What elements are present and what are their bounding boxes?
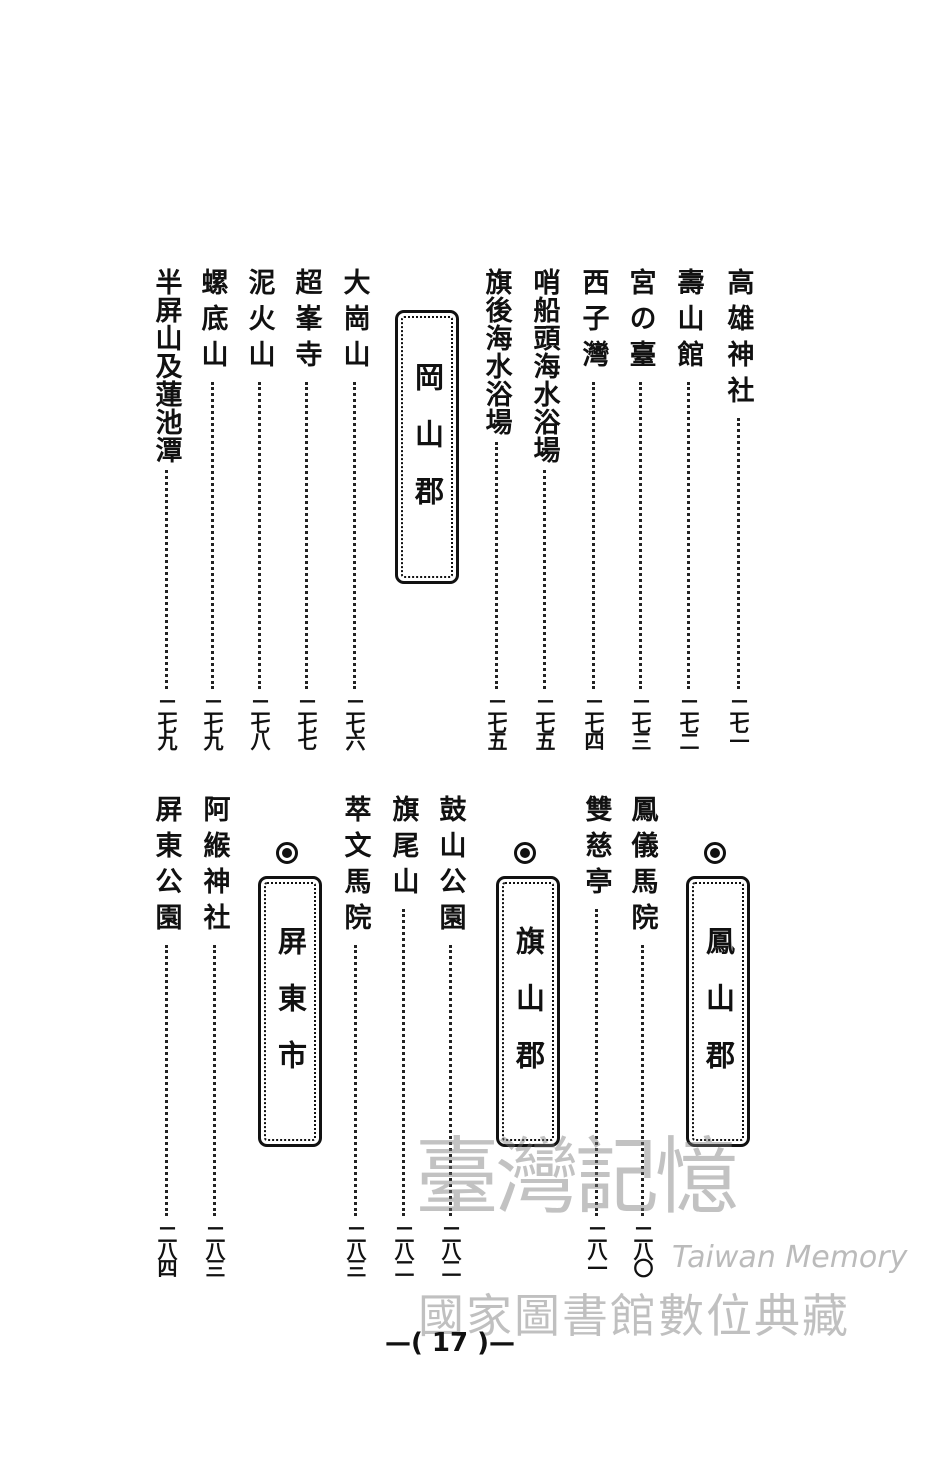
toc-entry: 宮の臺 二七三 — [620, 268, 660, 748]
entry-title: 超峯寺 — [290, 268, 322, 376]
dot-leader — [638, 382, 642, 689]
toc-entry: 旗尾山 二八二 — [383, 795, 423, 1275]
entry-title: 阿緱神社 — [198, 795, 230, 939]
toc-entry: 西子灣 二七四 — [573, 268, 613, 748]
dot-leader — [736, 418, 740, 689]
dot-leader — [164, 945, 168, 1216]
watermark-calligraphy: 臺灣記憶 — [415, 1128, 739, 1226]
toc-entry: 鳳儀馬院 二八〇 — [622, 795, 662, 1275]
entry-page-number: 二八〇 — [630, 1224, 654, 1275]
dot-leader — [353, 945, 357, 1216]
watermark-library: 國家圖書館數位典藏 — [418, 1289, 850, 1343]
toc-entry: 大崗山 二七六 — [334, 268, 374, 748]
entry-title: 高雄神社 — [722, 268, 754, 412]
entry-page-number: 二七三 — [628, 697, 652, 748]
dot-leader — [448, 945, 452, 1216]
entry-page-number: 二七九 — [154, 697, 178, 748]
dot-leader — [304, 382, 308, 689]
entry-title: 泥火山 — [243, 268, 275, 376]
entry-page-number: 二七六 — [342, 697, 366, 748]
entry-title: 哨船頭海水浴場 — [528, 268, 560, 464]
dot-leader — [640, 945, 644, 1216]
toc-entry: 泥火山 二七八 — [239, 268, 279, 748]
dot-leader — [401, 909, 405, 1216]
entry-page-number: 二七四 — [581, 697, 605, 748]
dot-leader — [591, 382, 595, 689]
toc-entry: 萃文馬院 二八三 — [335, 795, 375, 1275]
section-title: 岡山郡 — [410, 361, 445, 533]
entry-page-number: 二七一 — [726, 697, 750, 748]
section-title: 鳳山郡 — [701, 926, 736, 1097]
section-heading-heito: 屏東市 — [258, 876, 322, 1147]
dot-leader — [212, 945, 216, 1216]
toc-entry: 鼓山公園 二八二 — [430, 795, 470, 1275]
dot-leader — [352, 382, 356, 689]
dot-leader — [164, 470, 168, 689]
entry-page-number: 二七八 — [247, 697, 271, 748]
toc-entry: 壽山館 二七二 — [668, 268, 708, 748]
section-title: 屏東市 — [273, 926, 308, 1097]
entry-title: 鼓山公園 — [434, 795, 466, 939]
entry-title: 雙慈亭 — [580, 795, 612, 903]
section-bullet-icon — [276, 842, 298, 864]
section-bullet-icon — [704, 842, 726, 864]
entry-page-number: 二七二 — [676, 697, 700, 748]
entry-title: 屏東公園 — [150, 795, 182, 939]
entry-page-number: 二七九 — [200, 697, 224, 748]
entry-page-number: 二八二 — [438, 1224, 462, 1275]
entry-title: 螺底山 — [196, 268, 228, 376]
toc-entry: 半屏山及蓮池潭 二七九 — [146, 268, 186, 748]
dot-leader — [494, 442, 498, 689]
section-title: 旗山郡 — [511, 926, 546, 1097]
toc-entry: 屏東公園 二八四 — [146, 795, 186, 1275]
watermark-english: Taiwan Memory — [672, 1240, 908, 1275]
dot-leader — [210, 382, 214, 689]
toc-entry: 哨船頭海水浴場 二七五 — [524, 268, 564, 748]
section-heading-okayama: 岡山郡 — [395, 310, 459, 584]
entry-title: 旗尾山 — [387, 795, 419, 903]
entry-page-number: 二七五 — [484, 697, 508, 748]
entry-page-number: 二八二 — [391, 1224, 415, 1275]
section-bullet-icon — [514, 842, 536, 864]
entry-title: 壽山館 — [672, 268, 704, 376]
entry-page-number: 二八四 — [154, 1224, 178, 1275]
page-number: —( 17 )— — [384, 1328, 516, 1358]
entry-title: 大崗山 — [338, 268, 370, 376]
toc-entry: 阿緱神社 二八三 — [194, 795, 234, 1275]
entry-title: 西子灣 — [577, 268, 609, 376]
entry-title: 宮の臺 — [624, 268, 656, 376]
entry-page-number: 二八一 — [584, 1224, 608, 1275]
section-heading-hozan: 鳳山郡 — [686, 876, 750, 1147]
dot-leader — [257, 382, 261, 689]
entry-page-number: 二八三 — [343, 1224, 367, 1275]
toc-entry: 高雄神社 二七一 — [718, 268, 758, 748]
dot-leader — [594, 909, 598, 1216]
dot-leader — [686, 382, 690, 689]
toc-entry: 超峯寺 二七七 — [286, 268, 326, 748]
entry-title: 旗後海水浴場 — [480, 268, 512, 436]
entry-page-number: 二七五 — [532, 697, 556, 748]
dot-leader — [542, 470, 546, 689]
toc-entry: 雙慈亭 二八一 — [576, 795, 616, 1275]
entry-page-number: 二八三 — [202, 1224, 226, 1275]
entry-page-number: 二七七 — [294, 697, 318, 748]
entry-title: 萃文馬院 — [339, 795, 371, 939]
toc-entry: 旗後海水浴場 二七五 — [476, 268, 516, 748]
entry-title: 半屏山及蓮池潭 — [150, 268, 182, 464]
section-heading-kizan: 旗山郡 — [496, 876, 560, 1147]
entry-title: 鳳儀馬院 — [626, 795, 658, 939]
toc-entry: 螺底山 二七九 — [192, 268, 232, 748]
